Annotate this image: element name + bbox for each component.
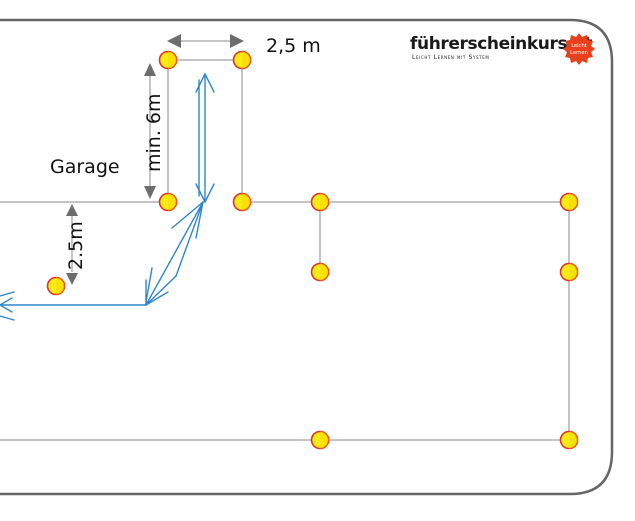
traffic-cone-icon	[310, 430, 330, 450]
traffic-cone-icon	[232, 192, 252, 212]
brand-tagline: Leicht Lernen mit System	[412, 54, 490, 61]
traffic-cone-icon	[158, 50, 178, 70]
cones-layer	[46, 50, 579, 450]
driving-path	[0, 72, 215, 321]
brand-logo: führerscheinkurs.at Leicht Lernen mit Sy…	[410, 32, 600, 72]
traffic-cone-icon	[158, 192, 178, 212]
depth-label: min. 6m	[143, 93, 165, 172]
frame-border	[0, 18, 614, 496]
traffic-cone-icon	[559, 262, 579, 282]
brand-badge-icon: Leicht Lernen	[563, 33, 595, 65]
traffic-cone-icon	[310, 192, 330, 212]
brand-name: führerscheinkurs.at	[410, 34, 593, 54]
garage-label: Garage	[50, 156, 120, 178]
road-lines	[0, 59, 570, 441]
width-top-label: 2,5 m	[266, 35, 321, 57]
dimension-arrow-depth	[144, 63, 156, 199]
traffic-cone-icon	[559, 430, 579, 450]
path-arrow-icon	[0, 297, 13, 313]
traffic-cone-icon	[232, 50, 252, 70]
traffic-cone-icon	[46, 276, 66, 296]
dimension-arrow-side	[66, 204, 78, 285]
badge-line1: Leicht	[571, 43, 587, 49]
dimension-arrow-top	[167, 34, 244, 48]
badge-line2: Lernen	[570, 50, 588, 56]
traffic-cone-icon	[559, 192, 579, 212]
width-side-label: 2.5m	[65, 221, 87, 270]
traffic-cone-icon	[310, 262, 330, 282]
